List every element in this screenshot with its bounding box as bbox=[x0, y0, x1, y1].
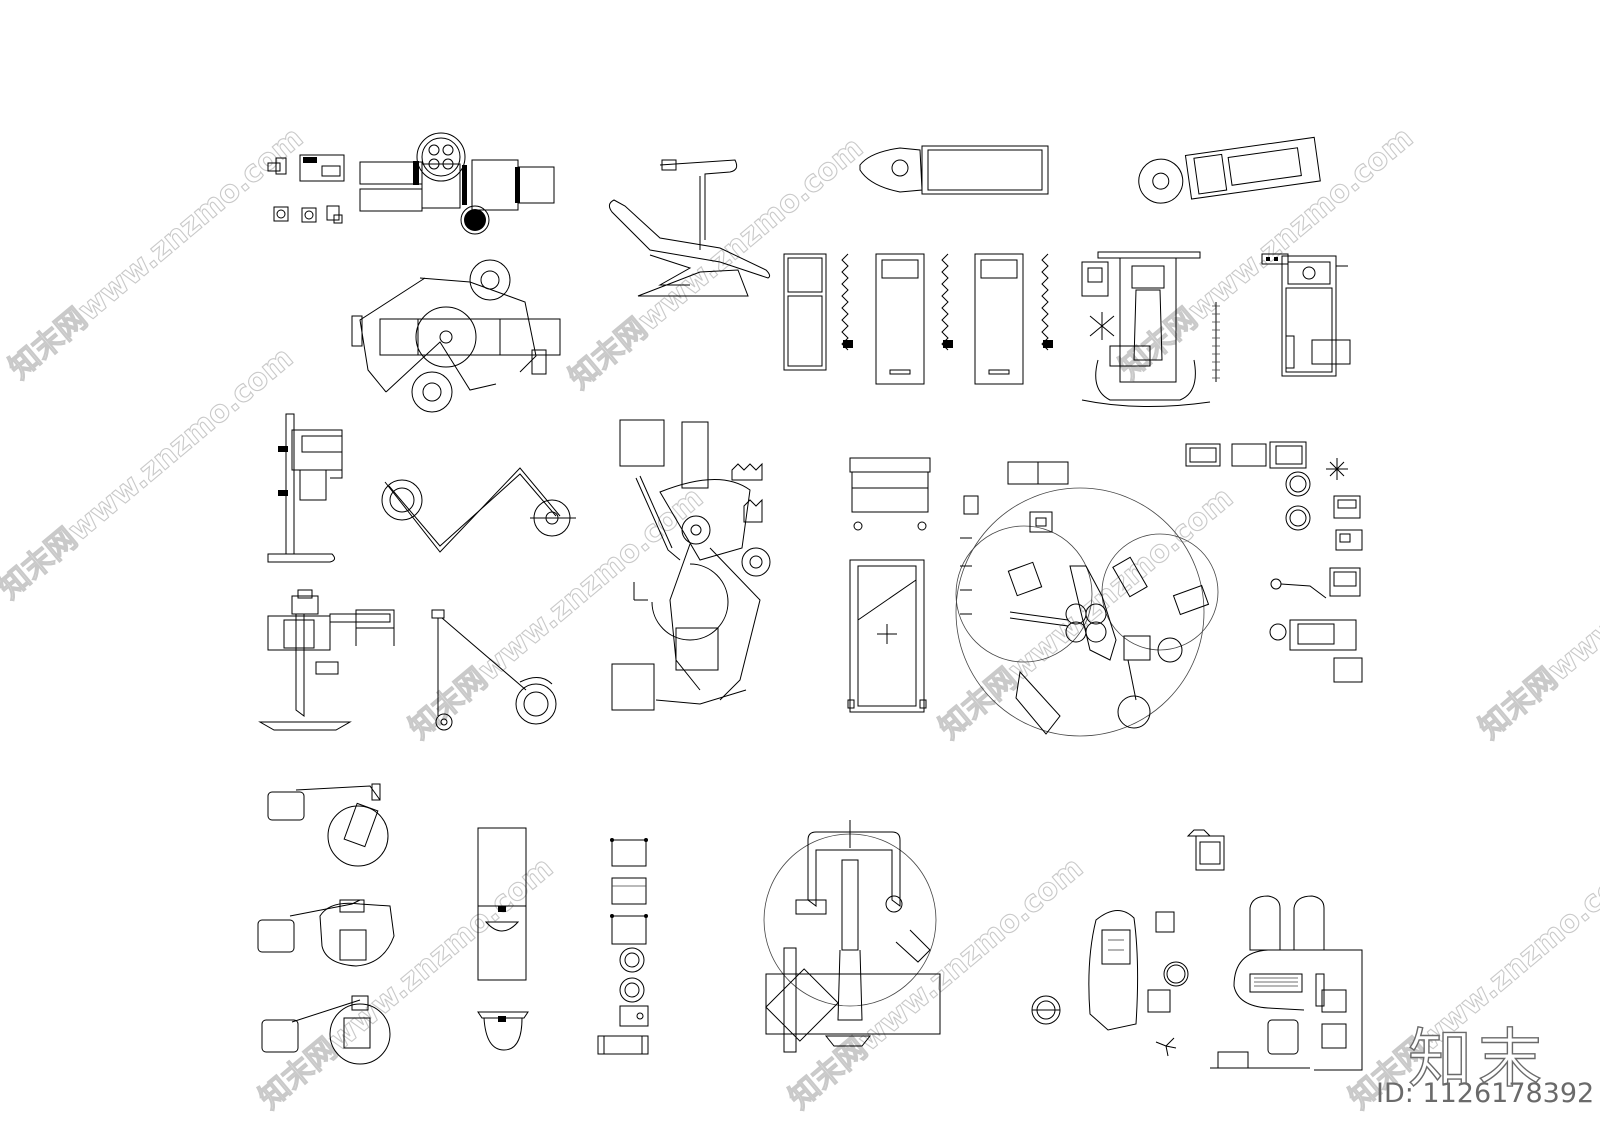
xray-heads-column bbox=[258, 784, 394, 1064]
watermark-text: 知末网www.znzmo.com bbox=[563, 130, 870, 396]
operating-table-room bbox=[1082, 252, 1220, 407]
control-panels-group bbox=[268, 155, 344, 223]
overhead-xray-with-table bbox=[764, 820, 940, 1052]
dental-chair-arms-top-view bbox=[612, 420, 770, 710]
ceiling-lamp-zigzag-arm bbox=[382, 468, 576, 552]
vertical-lamp-arm bbox=[432, 610, 556, 730]
patient-trolley bbox=[848, 458, 930, 712]
tall-cabinet-with-sink bbox=[478, 828, 528, 1050]
dental-unit-top-view bbox=[360, 133, 554, 234]
dental-chair-side-view bbox=[609, 160, 769, 296]
asset-id-label: ID: 1126178392 bbox=[1376, 1078, 1595, 1109]
watermark-layer: 知末网www.znzmo.com 知末网www.znzmo.com 知末网www… bbox=[0, 120, 1600, 1117]
watermark-text: 知末网www.znzmo.com bbox=[783, 850, 1090, 1116]
watermark-text: 知末网www.znzmo.com bbox=[3, 120, 310, 386]
patient-chair-top-view bbox=[860, 146, 1048, 194]
cabinets-and-trays bbox=[784, 254, 1053, 384]
patient-doctor-top-view bbox=[1136, 137, 1320, 206]
dental-clinic-layout bbox=[1032, 830, 1362, 1070]
xray-stand-side-view bbox=[268, 414, 342, 562]
watermark-text: 知末网www.znzmo.com bbox=[1113, 120, 1420, 386]
treatment-bed-top-view bbox=[1262, 254, 1350, 376]
operating-lamp-arms bbox=[352, 260, 560, 412]
watermark-text: 知末网www.znzmo.com bbox=[0, 340, 300, 606]
panoramic-xray-unit bbox=[260, 590, 394, 730]
stacked-small-units bbox=[598, 838, 648, 1054]
watermark-text: 知末网www.znzmo.com bbox=[1473, 480, 1600, 746]
brand-logo-text: 知末 bbox=[1407, 1022, 1548, 1097]
equipment-set-right bbox=[1186, 442, 1362, 682]
operating-room-layout bbox=[956, 462, 1218, 736]
watermark-text: 知末网www.znzmo.com bbox=[253, 850, 560, 1116]
